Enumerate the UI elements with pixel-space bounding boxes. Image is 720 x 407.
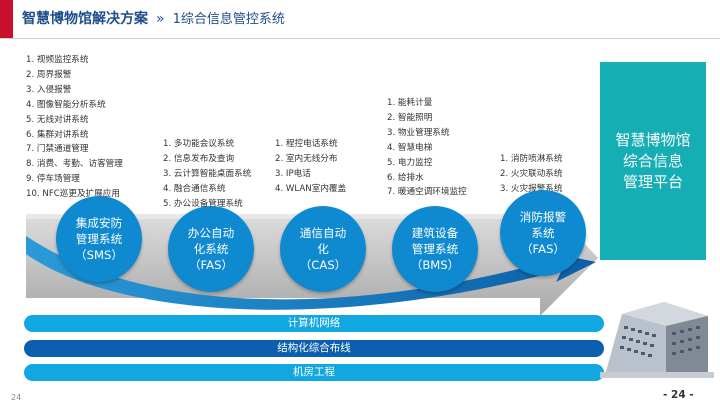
circle-bms: 建筑设备 管理系统 （BMS） xyxy=(392,206,478,292)
platform-box: 智慧博物馆 综合信息 管理平台 xyxy=(600,62,706,260)
building-illustration xyxy=(600,296,715,380)
band-cabling: 结构化综合布线 xyxy=(24,340,604,357)
slide-number-left: 24 xyxy=(11,393,21,402)
band-room: 机房工程 xyxy=(24,364,604,381)
circle-fas-office: 办公自动 化系统 （FAS） xyxy=(168,206,254,292)
page-number: - 24 - xyxy=(663,389,694,401)
band-network: 计算机网络 xyxy=(24,315,604,332)
circle-sms: 集成安防 管理系统 （SMS） xyxy=(56,196,142,282)
circle-cas: 通信自动 化 （CAS） xyxy=(280,206,366,292)
circle-fas-fire: 消防报警 系统 （FAS） xyxy=(500,190,586,276)
